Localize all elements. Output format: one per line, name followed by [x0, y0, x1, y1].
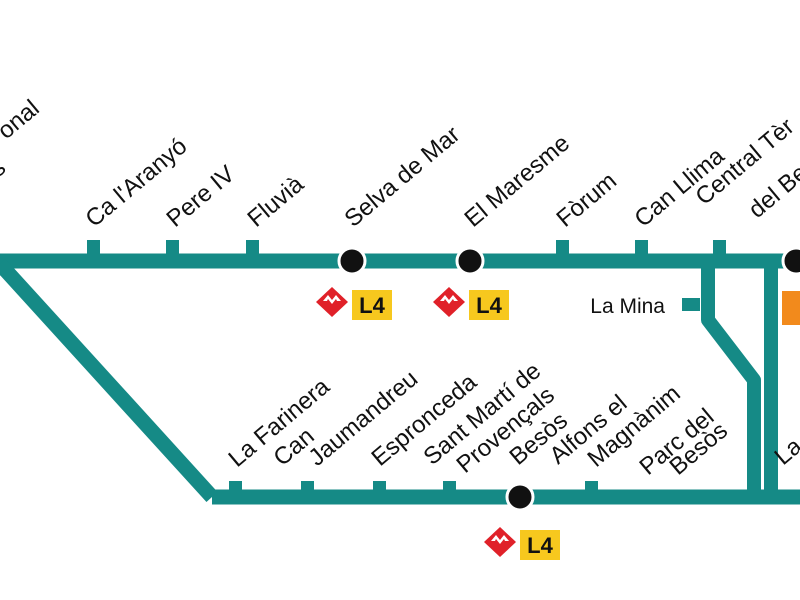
station-tick-sant-marti[interactable] [443, 481, 456, 497]
l4-line-label: L4 [476, 293, 502, 318]
station-tick-forum[interactable] [556, 240, 569, 256]
station-label-la-mina[interactable]: La Mina [590, 295, 665, 318]
station-label-fluvia[interactable]: Fluvià [243, 170, 310, 232]
station-tick-ca-laranyo[interactable] [87, 240, 100, 256]
l4-line-label: L4 [359, 293, 385, 318]
metro-l4-badge-besos: L4 [484, 527, 560, 560]
station-label-clipped-left-1: onal [0, 95, 45, 145]
l4-line-label: L4 [527, 533, 553, 558]
station-tick-fluvia[interactable] [246, 240, 259, 256]
metro-logo-icon [316, 287, 348, 317]
interchange-dot-selva-de-mar[interactable] [337, 246, 367, 276]
station-tick-alfons-el-magnanim[interactable] [585, 481, 598, 497]
metro-logo-icon [484, 527, 516, 557]
interchange-dot-besos[interactable] [505, 482, 535, 512]
station-tick-la-farinera[interactable] [229, 481, 242, 497]
station-tick-la-mina[interactable] [682, 298, 700, 311]
station-tick-central-termica[interactable] [713, 240, 726, 256]
station-tick-espronceda[interactable] [373, 481, 386, 497]
interchange-dot-central-termica[interactable] [781, 246, 800, 276]
l4-line-badge [520, 530, 560, 560]
l4-line-badge [352, 290, 392, 320]
station-label-pere-iv[interactable]: Pere IV [162, 160, 241, 232]
station-label-forum[interactable]: Fòrum [552, 167, 622, 232]
diagonal-connector-line [0, 258, 218, 503]
station-label-clipped-left-s: s [0, 154, 11, 182]
station-label-selva-de-mar[interactable]: Selva de Mar [340, 121, 466, 233]
metro-logo-icon [433, 287, 465, 317]
metro-l4-badge-el-maresme: L4 [433, 287, 509, 320]
metro-l4-badge-selva-de-mar: L4 [316, 287, 392, 320]
station-tick-can-jaumandreu[interactable] [301, 481, 314, 497]
l4-line-badge [469, 290, 509, 320]
la-mina-branch-line [701, 261, 761, 497]
station-tick-pere-iv[interactable] [166, 240, 179, 256]
station-tick-can-llima[interactable] [635, 240, 648, 256]
interchange-dot-el-maresme[interactable] [455, 246, 485, 276]
other-line-badge-clipped [782, 291, 800, 325]
